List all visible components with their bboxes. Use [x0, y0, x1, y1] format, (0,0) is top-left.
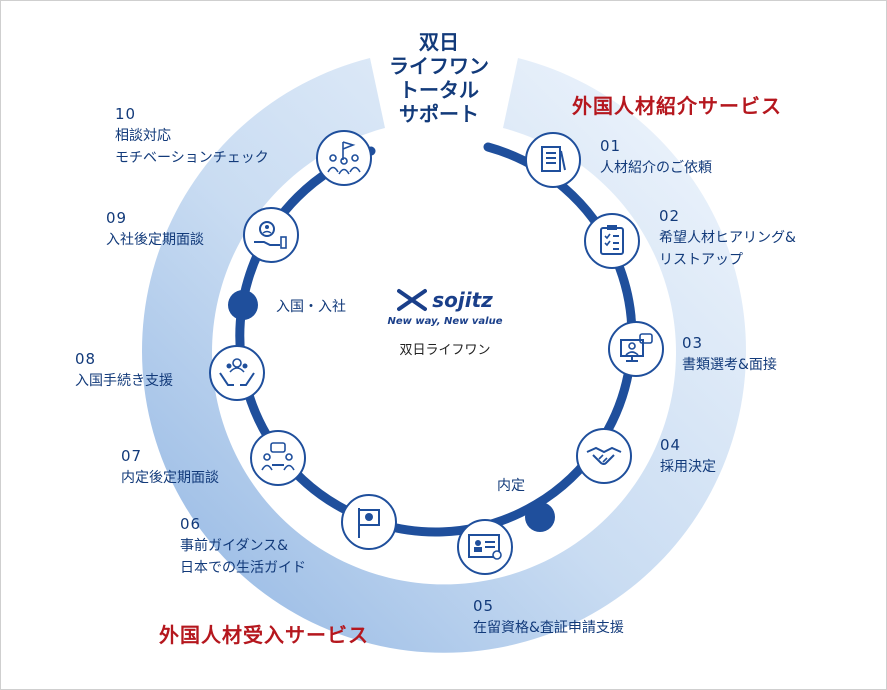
step-03: 03 書類選考&面接 — [682, 334, 777, 373]
center-title: 双日 ライフワン トータル サポート — [389, 30, 489, 126]
section-introduction: 外国人材紹介サービス — [572, 94, 782, 118]
video-interview-icon — [608, 321, 664, 377]
step-01: 01 人材紹介のご依頼 — [600, 137, 712, 176]
company-name: 双日ライフワン — [399, 343, 491, 358]
milestone-offer: 内定 — [497, 478, 525, 494]
meeting-icon — [250, 430, 306, 486]
milestone-entry: 入国・入社 — [276, 299, 346, 315]
certificate-icon — [457, 519, 513, 575]
step-09: 09 入社後定期面談 — [106, 209, 204, 248]
step-05: 05 在留資格&査証申請支援 — [473, 597, 624, 636]
support-hands-icon — [209, 345, 265, 401]
document-icon — [525, 132, 581, 188]
sojitz-mark-icon — [397, 289, 428, 311]
logo-tagline: New way, New value — [387, 316, 503, 327]
step-04: 04 採用決定 — [660, 436, 716, 475]
handshake-icon — [576, 428, 632, 484]
checklist-icon — [584, 213, 640, 269]
milestone-dot-entry — [228, 290, 258, 320]
section-acceptance: 外国人材受入サービス — [159, 623, 369, 647]
milestone-dot-offer — [525, 502, 555, 532]
step-08: 08 入国手続き支援 — [75, 350, 173, 389]
step-07: 07 内定後定期面談 — [121, 447, 219, 486]
step-02: 02 希望人材ヒアリング& リストアップ — [659, 207, 796, 268]
logo-wordmark: sojitz — [432, 288, 493, 312]
step-10: 10 相談対応 モチベーションチェック — [115, 105, 269, 166]
person-hand-icon — [243, 207, 299, 263]
cheering-team-icon — [316, 130, 372, 186]
step-06: 06 事前ガイダンス& 日本での生活ガイド — [180, 515, 306, 576]
japan-flag-icon — [341, 494, 397, 550]
company-logo: sojitz New way, New value 双日ライフワン — [380, 288, 510, 358]
